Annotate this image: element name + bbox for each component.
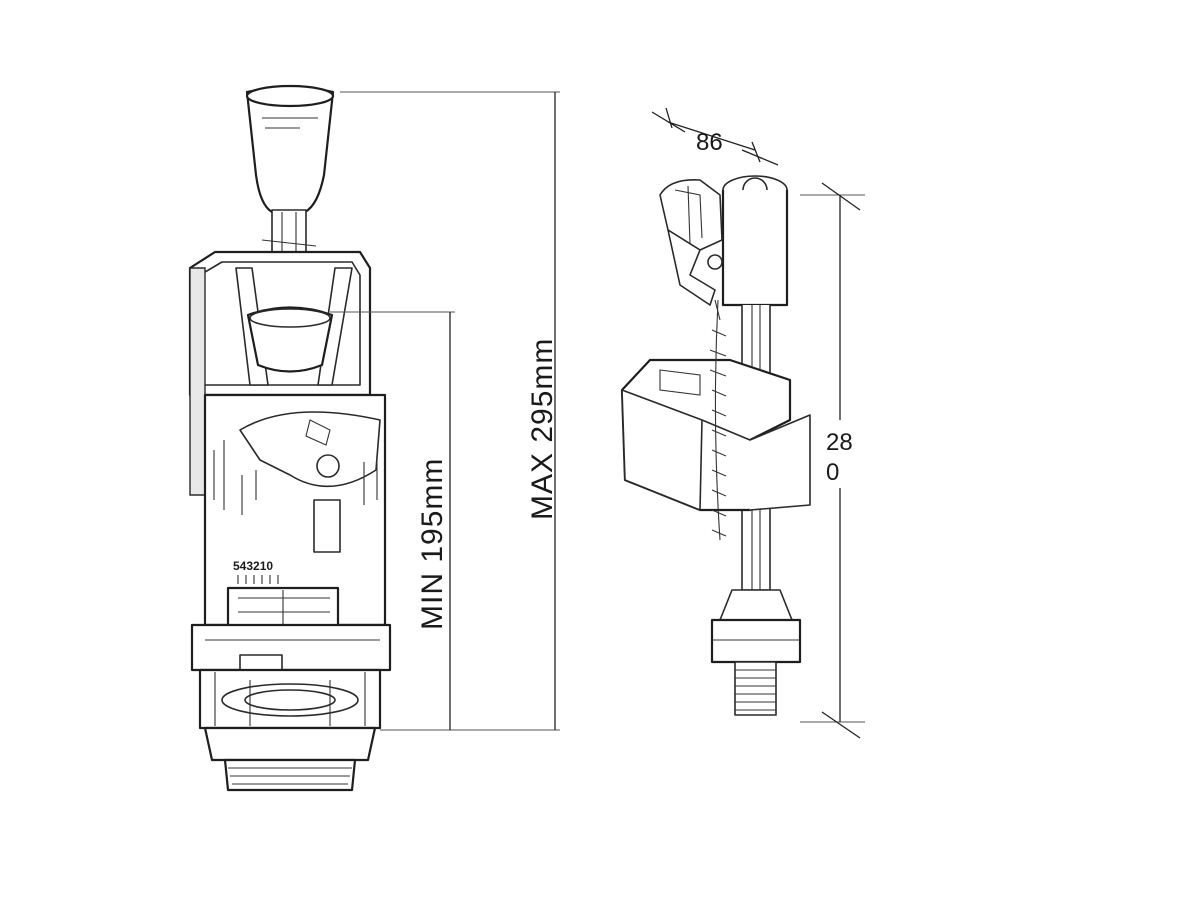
scale-label: 543210 <box>233 559 273 573</box>
flush-valve-drawing: 543210 <box>188 84 392 792</box>
fill-valve-width-label: 86 <box>696 129 723 156</box>
fill-valve-height-label-line1: 28 <box>826 429 853 456</box>
min-height-label: MIN 195mm <box>416 458 449 630</box>
adjustment-scale: 543210 <box>233 559 279 584</box>
fill-valve-drawing <box>620 175 811 716</box>
fill-valve-height-label-line2: 0 <box>826 459 839 486</box>
max-height-label: MAX 295mm <box>526 338 559 520</box>
fill-valve-dimensions: 86 28 0 <box>651 107 865 739</box>
flush-valve-dimensions: MAX 295mm MIN 195mm <box>330 91 560 731</box>
